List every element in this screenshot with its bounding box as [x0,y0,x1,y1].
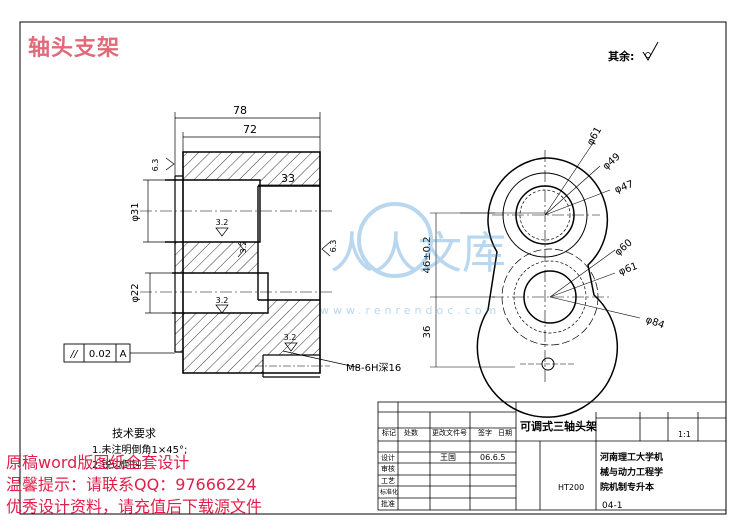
dim-dia-84: φ84 [644,314,666,331]
tolerance-datum: A [120,349,127,360]
tech-item-2: 2.锐边倒钝 [92,458,142,471]
rough-3-2-c: 3.2 [216,296,229,305]
dim-dia-61-top: φ61 [585,125,604,147]
promo-line-3: 优秀设计资料，请充值后下载源文件 [6,497,263,516]
roughness-symbols [165,157,331,352]
tech-heading: 技术要求 [112,427,156,440]
promo-line-1: 原稿word版图纸全套设计 [6,453,190,472]
tb-row-standard: 标准化 [380,488,398,496]
tech-item-1: 1.未注明倒角1×45°; [92,443,187,456]
watermark-url: www.renrendoc.com [320,304,500,317]
dim-dia-60: φ60 [613,237,635,258]
tolerance-frame: // 0.02 A [63,343,175,363]
tb-row-change: 更改文件号 [432,428,467,437]
thread-callout: M8-6H深16 [346,362,401,374]
tb-school-line3: 院机制专升本 [600,481,655,493]
rough-3-2-b: 3.2 [239,241,248,254]
tb-row-sign: 签字 [478,428,492,437]
title-block [377,401,727,511]
rough-6-3-right: 6.3 [329,240,338,253]
tb-row-count: 处数 [404,428,418,437]
rough-3-2-d: 3.2 [284,333,297,342]
tolerance-symbol: // [70,349,79,360]
tb-designer: 王国 [440,453,456,462]
tb-row-review: 审核 [381,464,395,473]
section-dimensions [143,112,361,369]
tb-drawing-number: 04-1 [602,501,622,511]
tb-row-process: 工艺 [381,477,395,485]
rough-3-2-a: 3.2 [216,218,229,227]
dim-dia-47: φ47 [613,179,635,196]
dim-dia-61-bottom: φ61 [617,261,639,278]
dim-body-length: 72 [243,123,257,136]
dim-overall-length: 78 [233,104,247,117]
watermark-text: 人人文库 [330,228,506,279]
watermark: 人人文库 www.renrendoc.com [320,202,506,317]
promo-line-2: 温馨提示：请联系QQ：97666224 [6,475,257,494]
tb-row-approve: 批准 [381,499,395,508]
overlay-title: 轴头支架 [28,35,121,61]
tb-school-line2: 械与动力工程学 [600,466,663,478]
dim-dia-31: φ31 [130,202,141,221]
tb-row-date: 日期 [498,429,512,437]
roughness-check-symbol [642,41,659,61]
tolerance-value: 0.02 [89,349,111,360]
tb-row-design: 设计 [381,453,395,462]
promo-text: 原稿word版图纸全套设计 温馨提示：请联系QQ：97666224 优秀设计资料… [6,452,262,518]
dim-dia-49: φ49 [601,151,623,172]
tb-row-mark: 标记 [382,428,396,437]
section-view [140,151,335,378]
drawing-frame [19,21,727,515]
front-view [430,139,641,418]
tb-scale: 1:1 [678,430,691,439]
dim-bore-depth: 33 [281,172,295,185]
tb-date: 06.6.5 [480,453,505,462]
dim-center-distance: 46±0.2 [422,236,433,273]
dim-dia-22: φ22 [130,283,141,302]
dim-height-36: 36 [422,326,433,339]
roughness-note: 其余: [608,49,634,63]
rough-6-3-left: 6.3 [151,159,160,172]
tb-material: HT200 [558,483,584,492]
tb-part-name: 可调式三轴头架 [520,419,597,433]
tb-school-line1: 河南理工大学机 [600,451,663,463]
